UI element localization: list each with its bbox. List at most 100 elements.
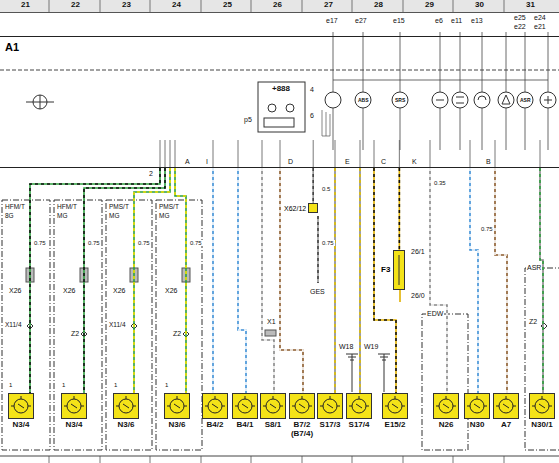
wire-connector <box>280 168 303 393</box>
wire-base <box>30 168 160 393</box>
component-symbol <box>347 394 371 418</box>
pin-stub <box>399 140 400 168</box>
component-symbol-box <box>232 393 258 419</box>
column-number: 30 <box>474 1 485 9</box>
wire-connector <box>313 168 314 203</box>
column-number: 24 <box>171 1 182 9</box>
wire-gauge: 0.75 <box>321 240 335 246</box>
component-symbol <box>318 394 342 418</box>
component-box: N30 <box>464 393 490 430</box>
pin-stub <box>540 140 541 168</box>
callout-label: e6 <box>434 17 444 24</box>
wire-gauge: 0.75 <box>33 240 47 246</box>
component-symbol-box <box>529 393 555 419</box>
component-symbol <box>233 394 257 418</box>
column-band <box>0 0 559 12</box>
callout-label: K <box>411 158 418 165</box>
component-symbol-box <box>164 393 190 419</box>
wire-gauge: 1 <box>8 382 13 388</box>
component-symbol-box <box>433 393 459 419</box>
wire-connector <box>213 168 214 393</box>
wire-gauge: 0.75 <box>189 240 203 246</box>
callout-label: 2 <box>148 170 154 177</box>
wire-gauge: 1 <box>164 382 169 388</box>
component-box: S17/4 <box>346 393 372 430</box>
x1-connector <box>265 330 276 336</box>
part-label: A7 <box>493 421 519 430</box>
component-symbol <box>9 394 33 418</box>
component-symbol <box>290 394 314 418</box>
pin-stub <box>238 140 239 168</box>
callout-label: W19 <box>363 343 379 350</box>
pin-stubs <box>160 140 540 168</box>
wire-gauge: 0.75 <box>480 226 494 232</box>
pin-stub <box>160 140 161 168</box>
wire-base <box>540 168 543 393</box>
callout-label: SRS <box>394 98 406 103</box>
wire-trace <box>238 168 246 393</box>
connector-symbol <box>308 203 318 213</box>
part-label: N30/1 <box>529 421 555 430</box>
component-box: A7 <box>493 393 519 430</box>
wire-base <box>262 168 274 393</box>
callout-label: C <box>380 158 387 165</box>
component-box: S8/1 <box>260 393 286 430</box>
wire-gauge: 0.75 <box>87 240 101 246</box>
callout-label: Z2 <box>172 330 182 337</box>
callout-label: 26/1 <box>410 248 426 255</box>
component-symbol <box>383 394 407 418</box>
part-label: A1 <box>0 39 24 56</box>
callout-label: e24 <box>533 14 547 21</box>
fuse-box: F3 <box>381 250 405 290</box>
wire-gauge: 1 <box>61 382 66 388</box>
callout-label: 6 <box>309 112 315 119</box>
column-number: 29 <box>424 1 435 9</box>
component-symbol-box <box>8 393 34 419</box>
column-dividers <box>49 0 504 463</box>
part-label: B4/1 <box>232 421 258 430</box>
callout-label: PMS/T <box>108 204 130 211</box>
part-label: X62/12 <box>284 205 306 212</box>
wire-base <box>212 168 214 393</box>
column-number: 28 <box>373 1 384 9</box>
pin-stub <box>360 140 361 168</box>
component-box: N3/6 <box>164 393 190 430</box>
ground-symbols <box>346 354 390 392</box>
part-label: N3/6 <box>113 421 139 430</box>
wire-trace <box>359 168 361 393</box>
pin-stub <box>335 140 336 168</box>
wire-trace <box>495 168 507 393</box>
component-symbol-box <box>289 393 315 419</box>
component-box: S17/3 <box>317 393 343 430</box>
x26-connectors <box>26 268 190 282</box>
wire-trace <box>280 168 303 393</box>
column-number: 31 <box>525 1 536 9</box>
fuse-element <box>394 251 404 289</box>
bottom-line <box>0 456 559 457</box>
callout-label: e22 <box>513 23 527 30</box>
component-symbol-box <box>260 393 286 419</box>
column-number: 27 <box>323 1 334 9</box>
callout-label: e13 <box>470 17 484 24</box>
callout-label: 8G <box>4 213 15 220</box>
column-number: 26 <box>272 1 283 9</box>
wire-gauge: 0.35 <box>433 180 447 186</box>
callout-label: I <box>205 158 209 165</box>
component-symbol-box <box>202 393 228 419</box>
pin-stub <box>170 140 171 168</box>
ground-wire-trace <box>317 216 319 283</box>
pin-stub <box>213 140 214 168</box>
indicator-lamps <box>325 92 556 108</box>
wire-base <box>470 168 478 393</box>
callout-label: MG <box>158 213 170 220</box>
pin-stub <box>175 140 176 168</box>
column-number: 21 <box>20 1 31 9</box>
wire-trace <box>212 168 214 393</box>
fuse-symbol <box>393 250 405 290</box>
part-label: E15/2 <box>382 421 408 430</box>
part-label: S17/3 <box>317 421 343 430</box>
callout-label: p5 <box>243 116 253 123</box>
column-number: 23 <box>121 1 132 9</box>
wire-connector <box>134 168 170 393</box>
callout-label: X26 <box>8 287 22 294</box>
